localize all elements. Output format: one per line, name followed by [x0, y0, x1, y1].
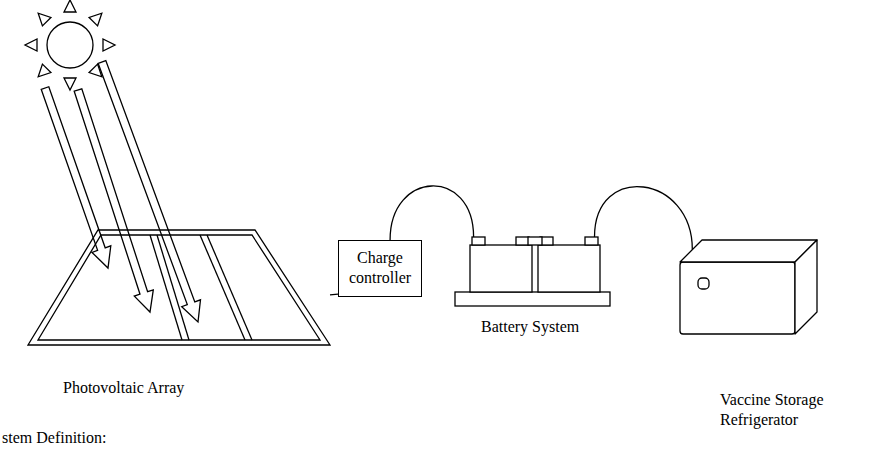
sun-ray — [64, 78, 76, 90]
light-arrow — [98, 61, 200, 322]
light-arrow — [41, 87, 111, 268]
refrigerator — [680, 240, 817, 334]
pv-array: Photovoltaic Array — [28, 230, 330, 345]
sun — [25, 0, 115, 90]
pv-panel — [28, 230, 330, 345]
sun-ray — [25, 39, 37, 51]
wire-line — [595, 187, 693, 250]
sun-ray — [103, 39, 115, 51]
part-label: Photovoltaic Array — [63, 378, 184, 398]
wire — [390, 186, 474, 240]
sun-ray — [64, 0, 76, 12]
light-arrows — [41, 61, 200, 322]
sun-ray — [89, 13, 102, 26]
part-label: Vaccine Storage Refrigerator — [720, 390, 838, 430]
wire-line — [390, 186, 474, 240]
wire — [595, 187, 693, 250]
wire — [330, 294, 338, 296]
charge-controller-box: Charge controller — [338, 240, 422, 297]
wire-line — [330, 293, 338, 295]
note-text: stem Definition: — [2, 428, 106, 448]
refrigerator: Vaccine Storage Refrigerator — [680, 240, 817, 335]
battery — [455, 237, 610, 306]
battery-system: Battery System — [455, 237, 610, 307]
sun-ray — [38, 13, 51, 26]
sun-ray — [38, 64, 51, 77]
light-arrow — [74, 89, 153, 312]
part-label: Battery System — [481, 317, 579, 337]
box-text: Charge controller — [339, 248, 421, 288]
